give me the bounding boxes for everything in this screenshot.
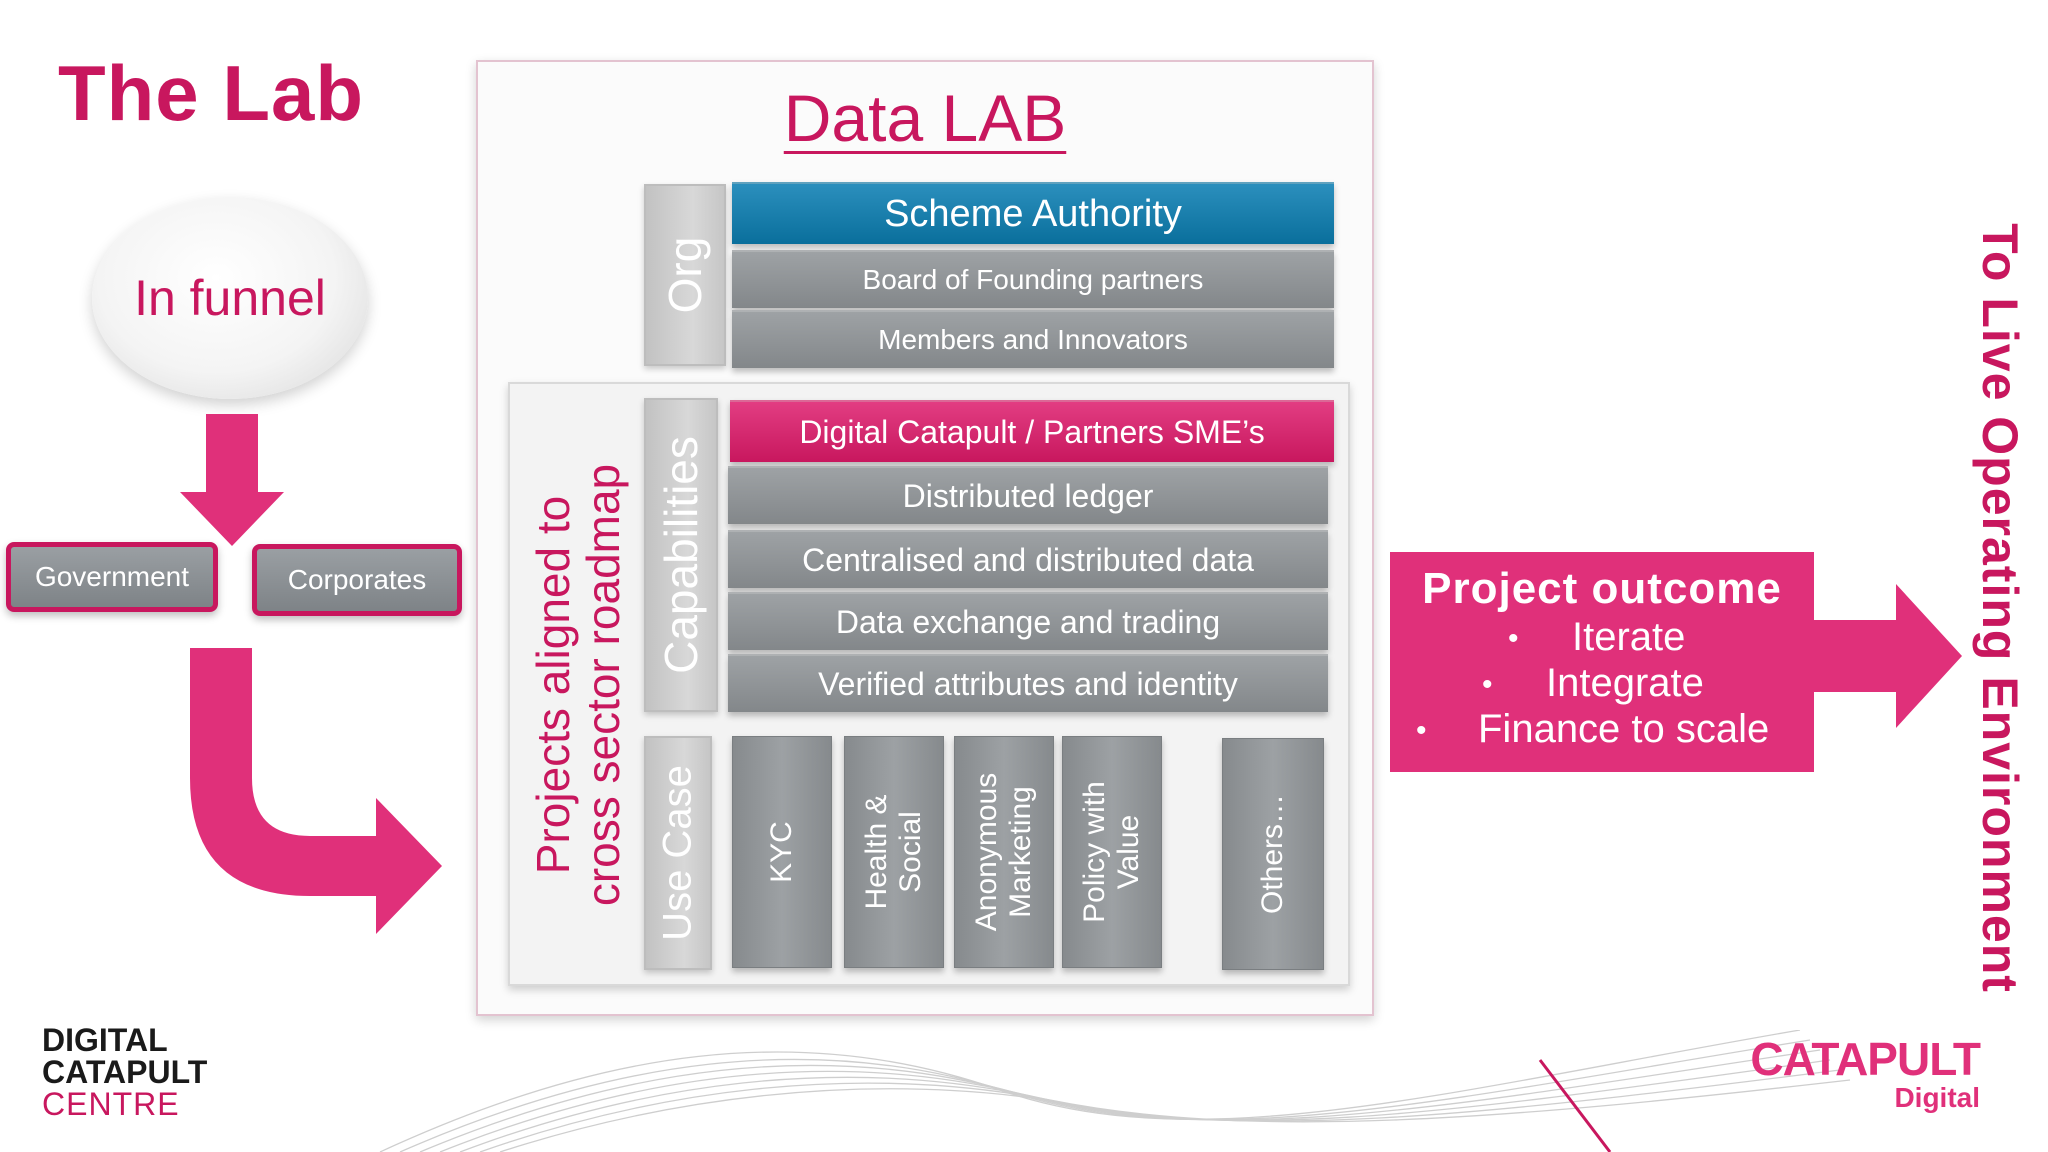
curved-arrow: [190, 648, 442, 934]
logo-line-centre: CENTRE: [42, 1086, 180, 1122]
corporates-button[interactable]: Corporates: [252, 544, 462, 616]
bullet-icon: •: [1482, 668, 1493, 701]
centralised-distributed-data-label: Centralised and distributed data: [802, 541, 1254, 578]
usecase-health-social: Health & Social: [844, 736, 944, 968]
outcome-right-arrow: [1812, 584, 1962, 728]
outcome-finance-label: Finance to scale: [1478, 707, 1770, 751]
catapult-digital-logo: CATAPULT Digital: [1750, 1033, 1981, 1114]
bullet-icon: •: [1416, 714, 1427, 747]
scheme-authority-label: Scheme Authority: [884, 192, 1182, 235]
distributed-ledger-bar: Distributed ledger: [728, 466, 1328, 524]
in-funnel-oval: In funnel: [92, 197, 368, 399]
digital-catapult-partners-label: Digital Catapult / Partners SME’s: [799, 413, 1265, 450]
use-case-label: Use Case: [655, 765, 700, 941]
usecase-kyc-label: KYC: [765, 821, 798, 883]
project-outcome-title: Project outcome: [1422, 564, 1782, 613]
usecase-health-line2: Social: [894, 811, 927, 893]
digital-catapult-partners-bar: Digital Catapult / Partners SME’s: [730, 400, 1334, 462]
verified-attributes-identity-bar: Verified attributes and identity: [728, 654, 1328, 712]
distributed-ledger-label: Distributed ledger: [902, 477, 1154, 514]
logo-digital-word: Digital: [1894, 1082, 1980, 1113]
usecase-policy-line1: Policy with: [1078, 781, 1111, 923]
centralised-distributed-data-bar: Centralised and distributed data: [728, 530, 1328, 588]
usecase-anonymous-line2: Marketing: [1004, 786, 1037, 918]
org-tab: Org: [644, 184, 726, 366]
usecase-anonymous-marketing: Anonymous Marketing: [954, 736, 1054, 968]
members-innovators-bar: Members and Innovators: [732, 310, 1334, 368]
digital-catapult-centre-logo: DIGITAL CATAPULT CENTRE: [42, 1024, 207, 1120]
verified-attributes-identity-label: Verified attributes and identity: [818, 665, 1238, 702]
outcome-integrate-label: Integrate: [1546, 661, 1704, 705]
capabilities-tab: Capabilities: [644, 398, 718, 712]
government-label: Government: [34, 561, 190, 592]
projects-label-line1: Projects aligned to: [527, 495, 579, 875]
government-button[interactable]: Government: [6, 542, 218, 612]
logo-catapult-word: CATAPULT: [1750, 1033, 1981, 1085]
usecase-kyc: KYC: [732, 736, 832, 968]
board-founding-partners-bar: Board of Founding partners: [732, 250, 1334, 308]
board-founding-partners-label: Board of Founding partners: [862, 264, 1204, 295]
funnel-down-arrow: [180, 414, 284, 546]
outcome-item-integrate: • Integrate: [1390, 660, 1814, 706]
capabilities-label: Capabilities: [655, 436, 707, 674]
wave-decoration: [379, 1030, 1851, 1152]
usecase-others-label: Others…: [1256, 793, 1289, 915]
usecase-others: Others…: [1222, 738, 1324, 970]
data-exchange-trading-label: Data exchange and trading: [835, 603, 1221, 640]
org-label: Org: [659, 236, 711, 314]
in-funnel-label: In funnel: [134, 270, 326, 326]
members-innovators-label: Members and Innovators: [878, 324, 1188, 355]
corporates-label: Corporates: [287, 564, 427, 595]
usecase-anonymous-line1: Anonymous: [970, 772, 1003, 932]
page-title: The Lab: [58, 49, 365, 137]
outcome-iterate-label: Iterate: [1572, 615, 1686, 659]
live-operating-environment-label: To Live Operating Environment: [1972, 223, 2028, 993]
outcome-item-finance: • Finance to scale: [1390, 706, 1814, 752]
usecase-policy-line2: Value: [1112, 814, 1145, 890]
usecase-health-line1: Health &: [860, 794, 893, 910]
use-case-tab: Use Case: [644, 736, 712, 970]
data-exchange-trading-bar: Data exchange and trading: [728, 592, 1328, 650]
projects-aligned-label: Projects aligned to cross sector roadmap: [510, 390, 646, 980]
projects-label-line2: cross sector roadmap: [577, 463, 629, 907]
bullet-icon: •: [1508, 622, 1519, 655]
outcome-item-iterate: • Iterate: [1390, 614, 1814, 660]
project-outcome-box: Project outcome • Iterate • Integrate • …: [1390, 552, 1814, 772]
data-lab-title: Data LAB: [783, 81, 1067, 155]
scheme-authority-bar: Scheme Authority: [732, 182, 1334, 244]
usecase-policy-value: Policy with Value: [1062, 736, 1162, 968]
logo-line-digital: DIGITAL: [42, 1022, 168, 1058]
logo-line-catapult: CATAPULT: [42, 1054, 208, 1090]
